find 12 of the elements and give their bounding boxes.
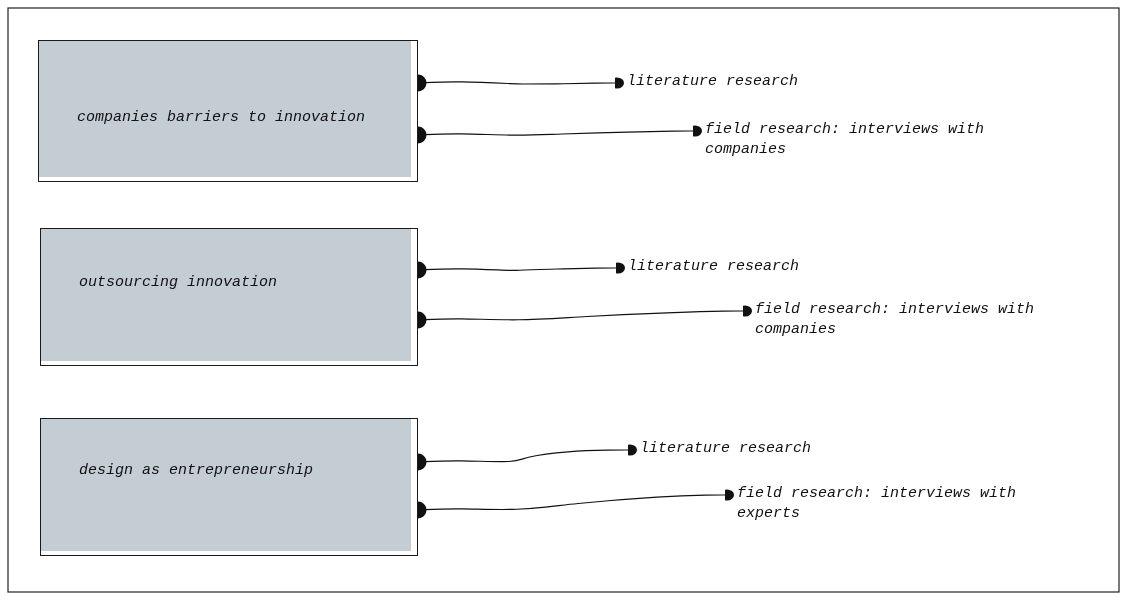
method-label: field research: interviews with companies — [755, 300, 1036, 340]
topic-label: companies barriers to innovation — [77, 108, 367, 128]
topic-label: outsourcing innovation — [79, 273, 279, 293]
topic-box — [38, 40, 418, 182]
topic-box — [40, 418, 418, 556]
method-label: field research: interviews with experts — [737, 484, 1018, 524]
method-label: literature research — [640, 439, 813, 459]
method-label: field research: interviews with companies — [705, 120, 986, 160]
topic-box — [40, 228, 418, 366]
method-label: literature research — [627, 72, 800, 92]
method-label: literature research — [628, 257, 801, 277]
topic-label: design as entrepreneurship — [79, 461, 315, 481]
